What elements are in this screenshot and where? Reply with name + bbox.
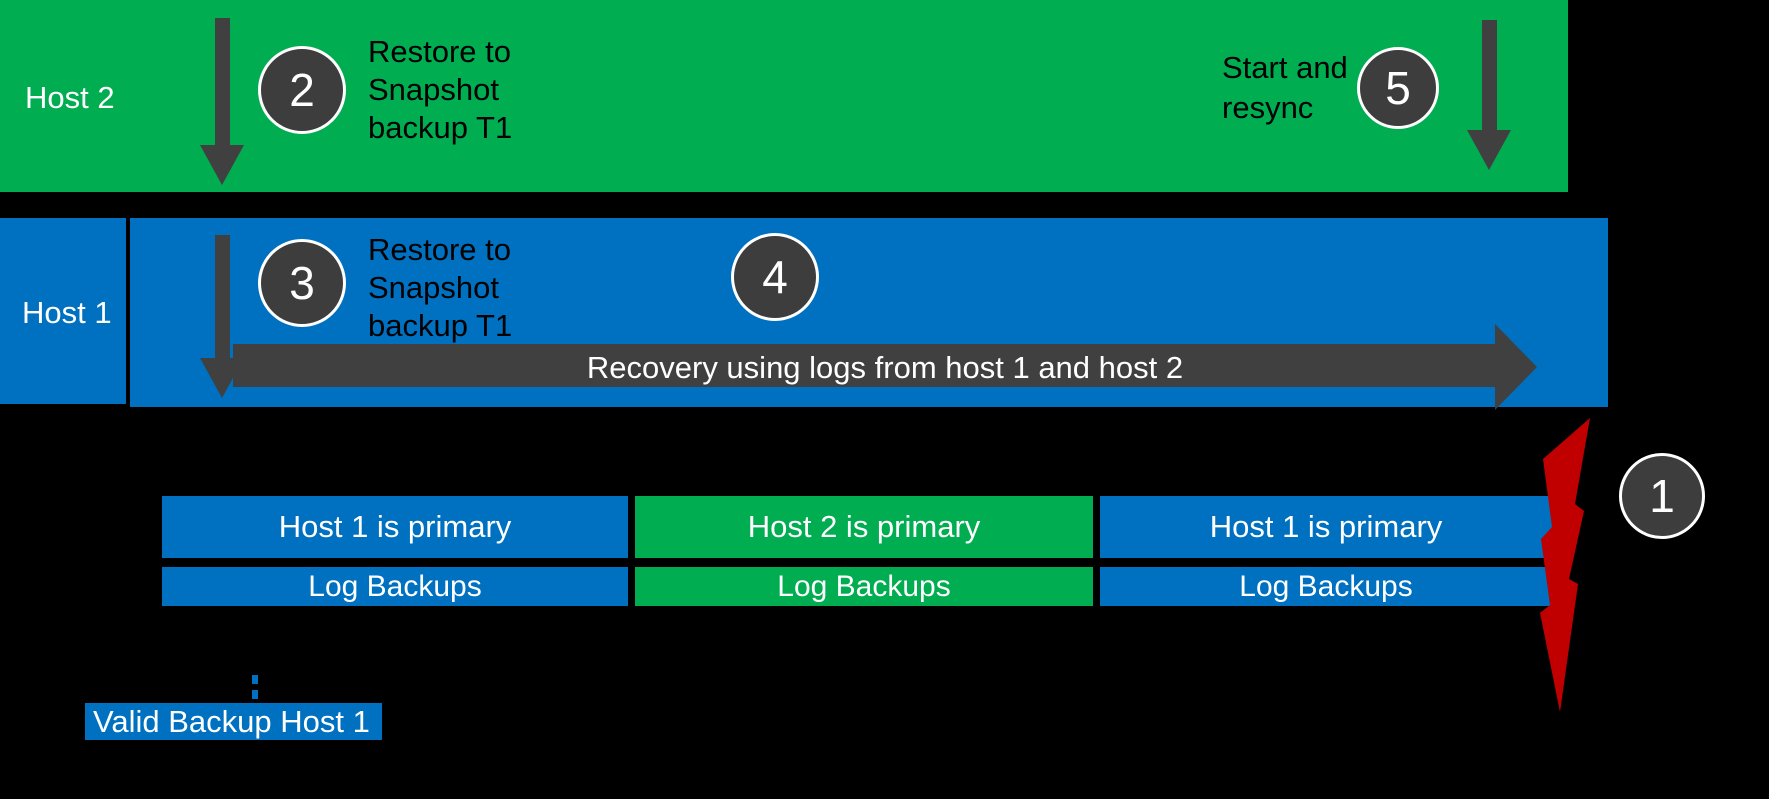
step-2-note-line2: Snapshot [368,72,499,107]
recovery-arrow-label: Recovery using logs from host 1 and host… [586,350,1184,385]
timeline-segment-host2-primary: Host 2 is primary [635,496,1093,558]
step-2-circle: 2 [258,46,346,134]
valid-backup-label: Valid Backup Host 1 [85,703,382,740]
backup-time-dot-2 [252,690,258,699]
timeline-log-backups-2: Log Backups [635,567,1093,606]
host1-label-box [0,218,126,404]
step-2-note: Restore to Snapshot backup T1 [368,33,512,147]
timeline-log-backups-3: Log Backups [1100,567,1552,606]
step-3-note-line1: Restore to [368,232,512,267]
step-4-number: 4 [762,251,788,303]
failure-lightning-bolt-icon [1540,418,1590,712]
step-5-note-line2: resync [1222,90,1314,125]
step-3-circle: 3 [258,239,346,327]
host1-stop-arrow-shaft [215,235,230,358]
step-5-circle: 5 [1357,47,1439,129]
step-2-note-line1: Restore to [368,34,512,69]
host2-stop-arrow-head [200,145,244,185]
timeline-segment-host1-primary-2: Host 1 is primary [1100,496,1552,558]
step-3-note: Restore to Snapshot backup T1 [368,231,512,345]
step-5-note: Start and resync [1222,48,1348,128]
step-2-number: 2 [289,64,315,116]
step-5-note-line1: Start and [1222,50,1348,85]
host2-stop-arrow-shaft [215,18,230,145]
step-1-circle: 1 [1619,453,1705,539]
step-5-number: 5 [1385,62,1411,114]
backup-time-dot-1 [252,675,258,684]
host1-label: Host 1 [22,295,112,330]
step-1-number: 1 [1649,470,1675,522]
step-2-note-line3: backup T1 [368,110,513,145]
step-3-note-line3: backup T1 [368,308,513,343]
step-3-number: 3 [289,257,315,309]
timeline-log-backups-1: Log Backups [162,567,628,606]
step-4-circle: 4 [731,233,819,321]
recovery-arrow-shaft [233,344,1495,387]
host2-start-arrow-shaft [1482,20,1497,130]
timeline-segment-host1-primary-1: Host 1 is primary [162,496,628,558]
recovery-arrow-head [1495,324,1537,410]
step-3-note-line2: Snapshot [368,270,499,305]
host2-label: Host 2 [25,80,115,115]
host2-start-arrow-head [1467,130,1511,170]
